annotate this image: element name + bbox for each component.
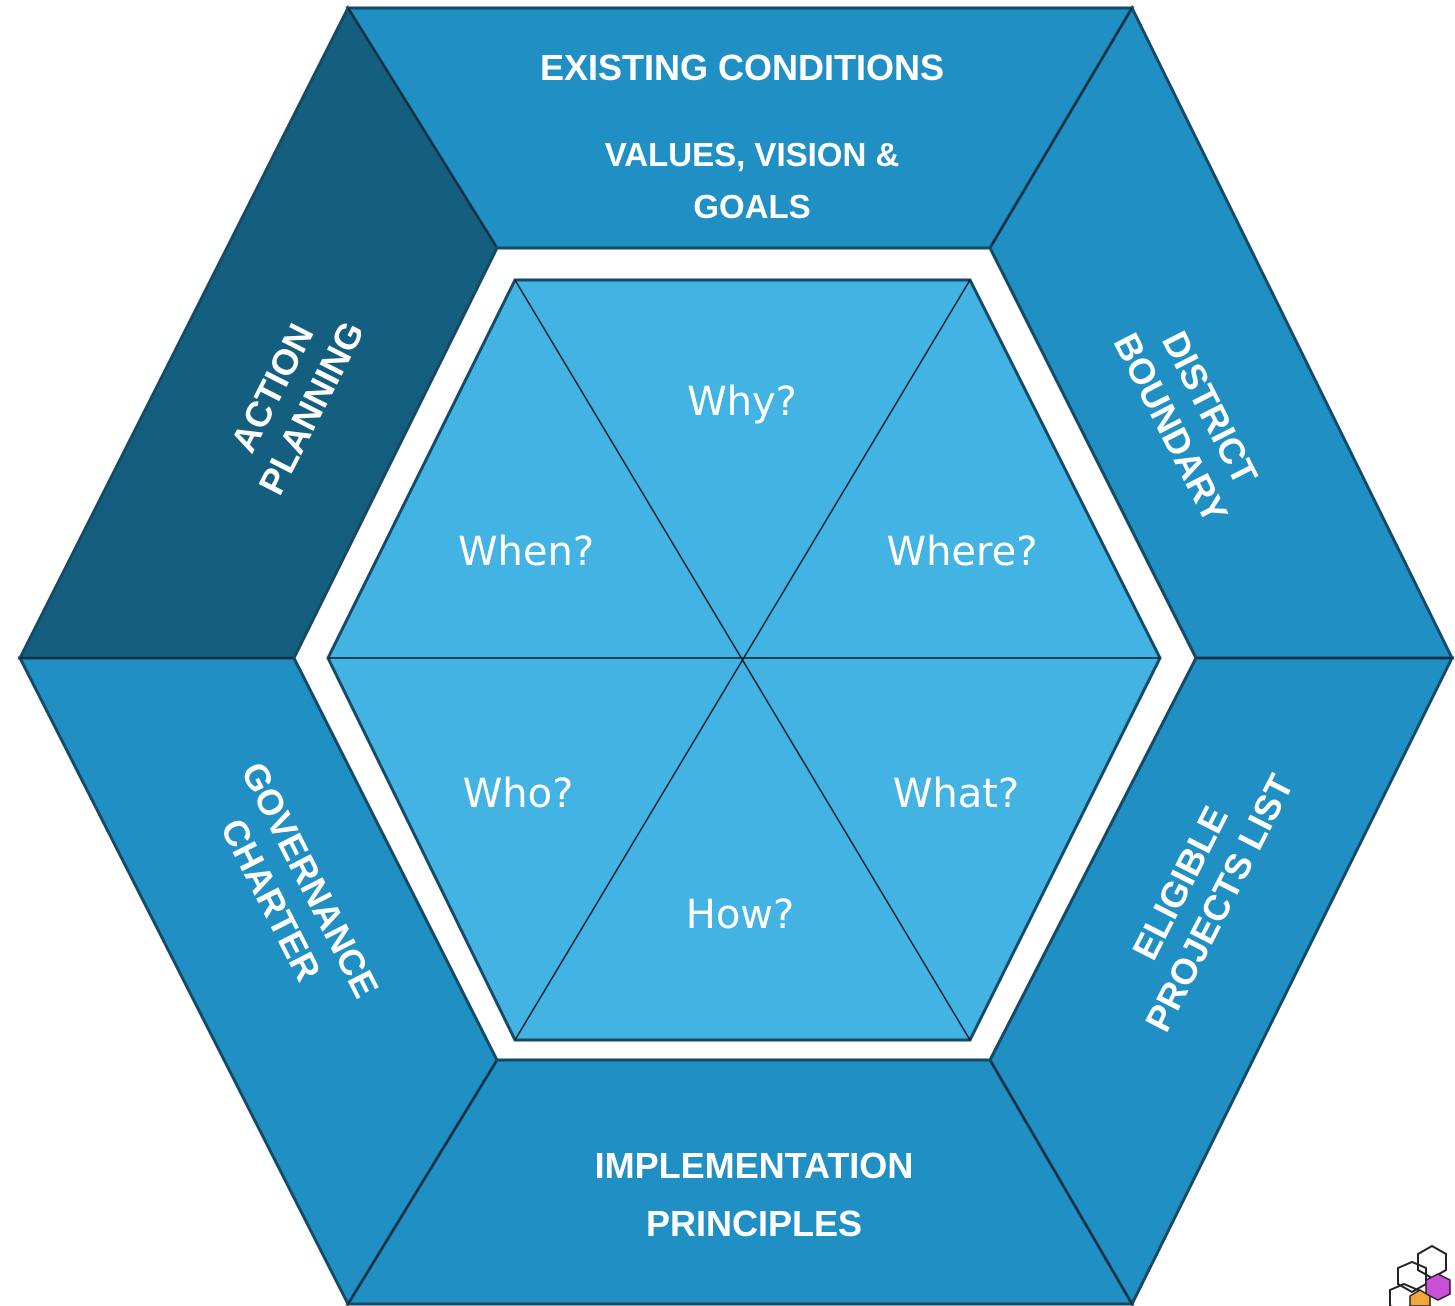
question-why: Why? <box>687 379 797 425</box>
hexagon-cluster-logo-icon <box>1389 1244 1451 1306</box>
question-who: Who? <box>463 771 574 817</box>
label-existing-conditions: EXISTING CONDITIONS <box>540 47 944 88</box>
question-what: What? <box>893 771 1019 817</box>
inner-dividers <box>328 279 1160 1041</box>
question-how: How? <box>686 892 795 938</box>
label-implementation: IMPLEMENTATION <box>595 1145 914 1186</box>
question-when: When? <box>458 529 594 575</box>
question-where: Where? <box>887 529 1038 575</box>
label-principles: PRINCIPLES <box>646 1203 862 1244</box>
label-values-vision-line1: VALUES, VISION & <box>605 136 900 173</box>
label-values-vision-line2: GOALS <box>693 188 810 225</box>
segment-dividers <box>20 7 1452 1305</box>
